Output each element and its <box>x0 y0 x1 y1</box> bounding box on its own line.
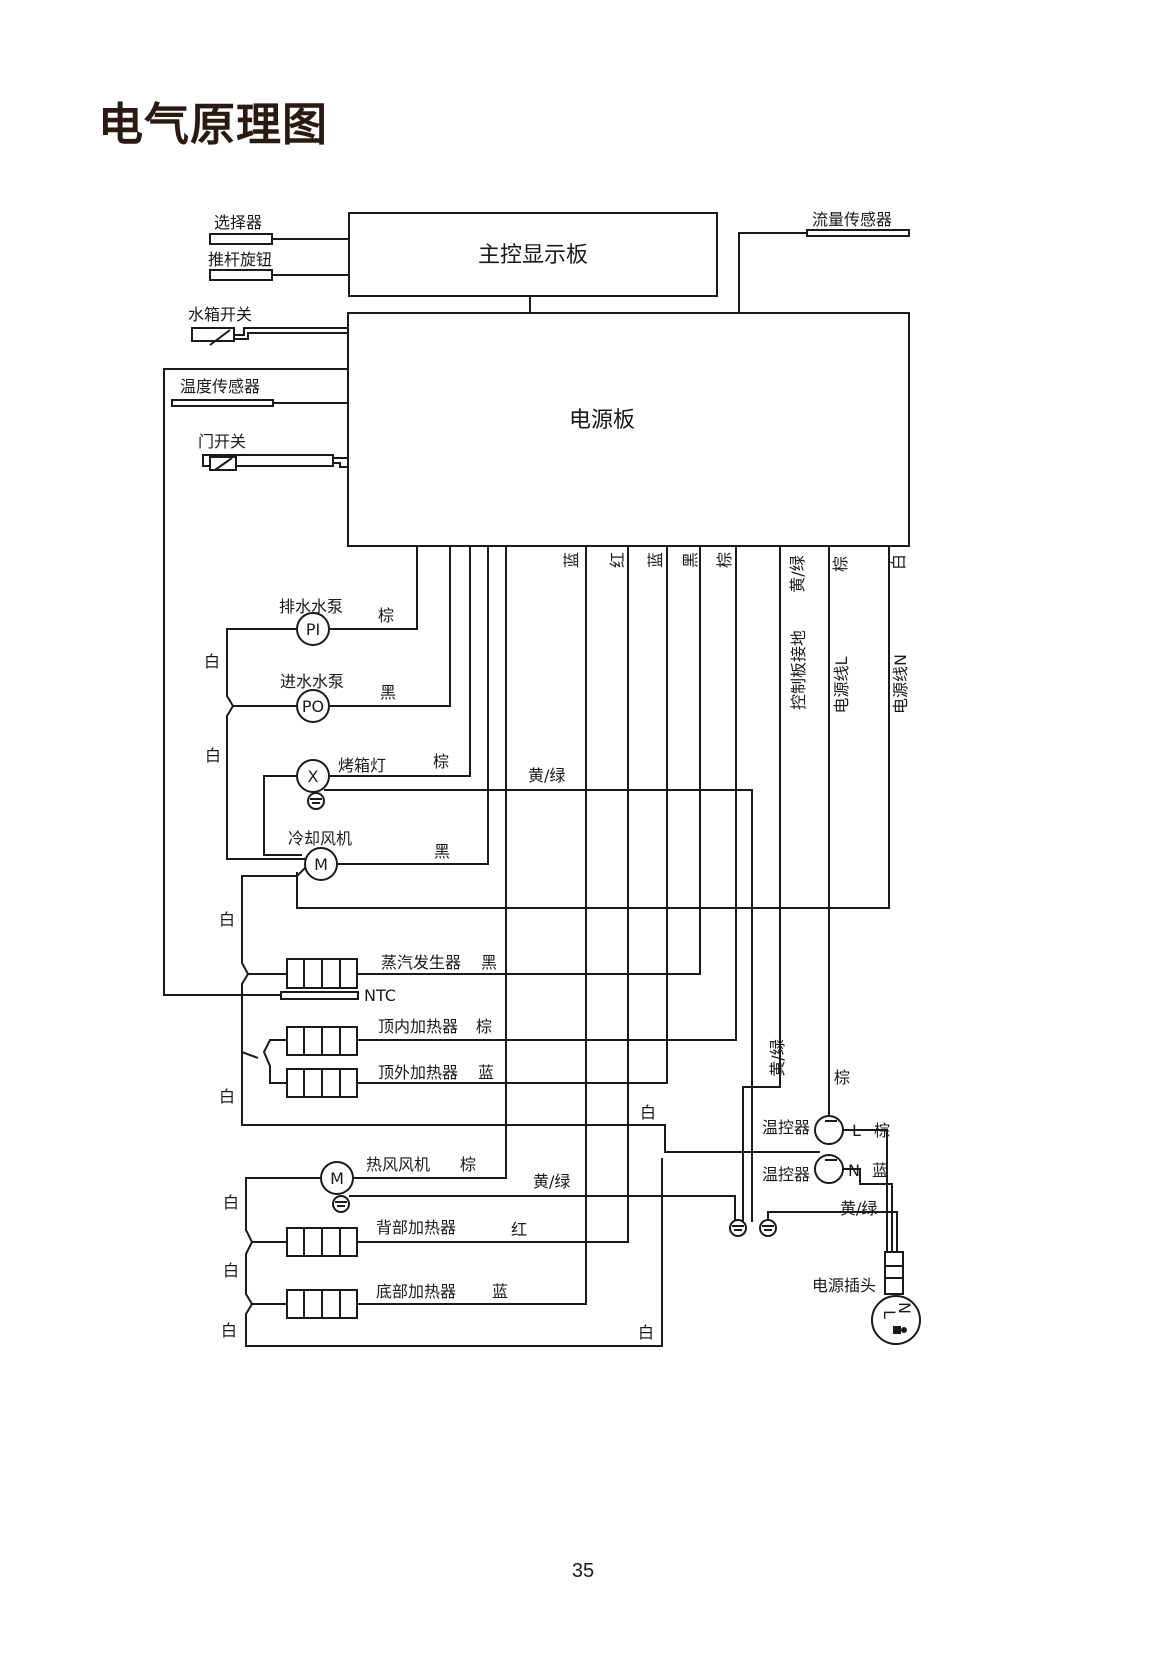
thermostat-2-label: 温控器 <box>762 1165 810 1184</box>
selector-label: 选择器 <box>214 213 262 232</box>
steam-generator-label: 蒸汽发生器 <box>381 953 461 972</box>
flow-sensor-label: 流量传感器 <box>812 210 892 229</box>
power-plug-body <box>884 1251 904 1295</box>
selector-component <box>209 233 273 245</box>
top-inner-heater-wire: 棕 <box>476 1017 492 1036</box>
thermostat-1-label: 温控器 <box>762 1118 810 1137</box>
neutral-label-3: 白 <box>219 910 235 929</box>
hot-air-fan-symbol-text: M <box>330 1169 344 1188</box>
push-knob-component <box>209 269 273 281</box>
plug-ground-pin <box>893 1326 901 1334</box>
oven-lamp-ground-wire: 黄/绿 <box>528 766 565 785</box>
n-color-label: 蓝 <box>872 1161 888 1180</box>
plug-l-pin: L <box>880 1310 899 1319</box>
neutral-label-5: 白 <box>640 1103 656 1122</box>
vertical-brown: 棕 <box>834 1068 850 1087</box>
board-wire-2: 红 <box>608 552 627 568</box>
ground-vertical-label: 控制板接地 <box>789 630 808 710</box>
neutral-white-bottom: 白 <box>638 1323 654 1342</box>
hot-air-fan-ground-wire: 黄/绿 <box>533 1172 570 1191</box>
push-knob-label: 推杆旋钮 <box>208 250 272 269</box>
board-wire-3: 蓝 <box>646 552 665 568</box>
drain-pump-label: 排水水泵 <box>279 597 343 616</box>
cooling-fan-symbol-text: M <box>314 855 328 874</box>
power-plug-label: 电源插头 <box>812 1276 876 1295</box>
temp-sensor-label: 温度传感器 <box>180 377 260 396</box>
hot-air-fan-wire: 棕 <box>460 1155 476 1174</box>
power-plug-face <box>871 1295 921 1345</box>
neutral-label-7: 白 <box>223 1261 239 1280</box>
board-wire-1: 蓝 <box>562 552 581 568</box>
bottom-heater-label: 底部加热器 <box>376 1282 456 1301</box>
power-board <box>347 312 910 547</box>
neutral-label-2: 白 <box>205 746 221 765</box>
board-wire-4: 黑 <box>681 552 700 568</box>
board-wire-8: 白 <box>889 554 908 570</box>
door-switch-label: 门开关 <box>198 432 246 451</box>
top-outer-heater-wire: 蓝 <box>478 1063 494 1082</box>
line-n-vertical-label: 电源线N <box>891 654 910 714</box>
hot-air-fan-ground-icon <box>332 1195 350 1213</box>
vertical-yellow-green: 黄/绿 <box>768 1039 787 1076</box>
neutral-label-6: 白 <box>223 1193 239 1212</box>
tank-switch-label: 水箱开关 <box>188 305 252 324</box>
hot-air-fan-label: 热风风机 <box>366 1155 430 1174</box>
plug-ground-wire: 黄/绿 <box>840 1199 877 1218</box>
bottom-heater-wire: 蓝 <box>492 1282 508 1301</box>
page-number: 35 <box>571 1560 595 1582</box>
plug-ground-dot <box>901 1327 907 1333</box>
drain-pump-symbol-text: PI <box>306 620 320 639</box>
line-l-vertical-label: 电源线L <box>832 656 851 713</box>
oven-lamp-wire: 棕 <box>433 752 449 771</box>
cooling-fan-symbol <box>304 847 338 881</box>
neutral-label-4: 白 <box>219 1087 235 1106</box>
board-wire-7: 棕 <box>831 556 850 572</box>
ground-terminal-2 <box>759 1219 777 1237</box>
tank-switch-component <box>191 327 235 342</box>
top-inner-heater-label: 顶内加热器 <box>378 1017 458 1036</box>
ground-terminal-1 <box>729 1219 747 1237</box>
main-control-board <box>348 212 718 297</box>
steam-generator-wire: 黑 <box>481 953 497 972</box>
door-switch-component <box>202 454 334 467</box>
top-outer-heater-label: 顶外加热器 <box>378 1063 458 1082</box>
plug-n-pin: N <box>895 1302 914 1314</box>
flow-sensor-component <box>806 229 910 237</box>
inlet-pump-label: 进水水泵 <box>280 672 344 691</box>
oven-lamp-label: 烤箱灯 <box>338 756 386 775</box>
drain-pump-wire: 棕 <box>378 606 394 625</box>
power-board-label: 电源板 <box>569 408 635 433</box>
back-heater-wire: 红 <box>511 1220 527 1239</box>
page-title: 电气原理图 <box>98 98 329 151</box>
neutral-label-8: 白 <box>221 1321 237 1340</box>
neutral-label-1: 白 <box>204 652 220 671</box>
back-heater-label: 背部加热器 <box>376 1218 456 1237</box>
inlet-pump-symbol-text: PO <box>302 697 324 716</box>
board-wire-5: 棕 <box>715 552 734 568</box>
n-terminal-label: N <box>848 1161 860 1180</box>
oven-lamp-symbol-text: X <box>308 767 319 786</box>
oven-lamp-ground-icon <box>307 792 325 810</box>
main-control-board-label: 主控显示板 <box>478 243 588 268</box>
cooling-fan-wire: 黑 <box>434 842 450 861</box>
ntc-sensor <box>280 991 359 1000</box>
ntc-label: NTC <box>364 986 396 1005</box>
temp-sensor-component <box>171 399 274 407</box>
board-wire-6: 黄/绿 <box>788 555 807 592</box>
inlet-pump-wire: 黑 <box>380 683 396 702</box>
cooling-fan-label: 冷却风机 <box>288 829 352 848</box>
